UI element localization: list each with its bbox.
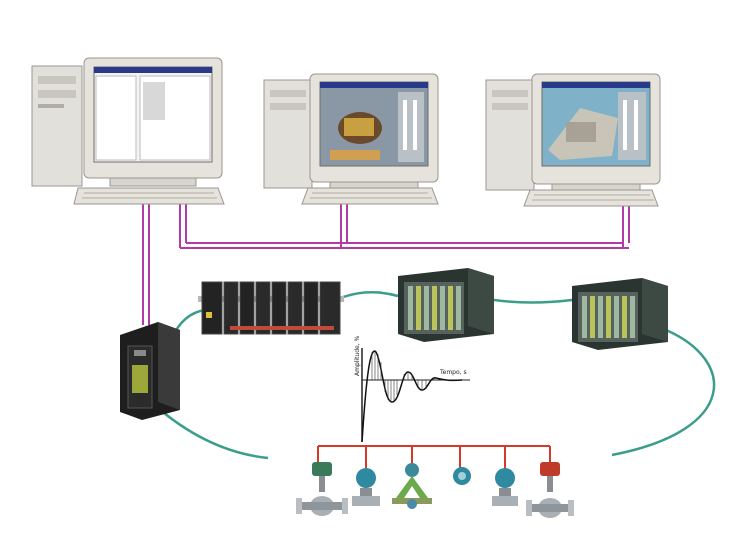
monitor (84, 58, 222, 186)
workstation-config (32, 58, 224, 204)
gateway-cabinet (120, 322, 180, 420)
damped-oscillation-curve (362, 351, 462, 442)
keyboard (524, 190, 658, 206)
io-module-rail (198, 282, 344, 334)
monitor (310, 74, 438, 189)
level-transmitter-icon (492, 468, 518, 506)
oscillation-hatching (372, 350, 434, 402)
keyboard (302, 188, 438, 204)
device-bus (318, 446, 550, 470)
workstation-hmi-process (264, 74, 438, 204)
pc-tower (486, 80, 534, 190)
inset-response-chart: Amplitude, % Tempo, s (354, 335, 470, 442)
flowmeter-icon (392, 463, 432, 509)
control-valve-icon (296, 462, 348, 516)
temperature-transmitter-icon (453, 467, 471, 485)
keyboard (74, 188, 224, 204)
controller-rack-1 (398, 268, 494, 342)
workstation-hmi-plant (486, 74, 660, 206)
monitor (532, 74, 660, 191)
inset-y-label: Amplitude, % (354, 335, 361, 376)
controller-rack-2 (572, 278, 668, 350)
control-valve-icon (526, 462, 574, 518)
pressure-transmitter-icon (352, 468, 380, 506)
inset-x-label: Tempo, s (439, 369, 467, 376)
field-devices (296, 462, 574, 518)
pc-tower (264, 80, 312, 188)
pc-tower (32, 66, 82, 186)
